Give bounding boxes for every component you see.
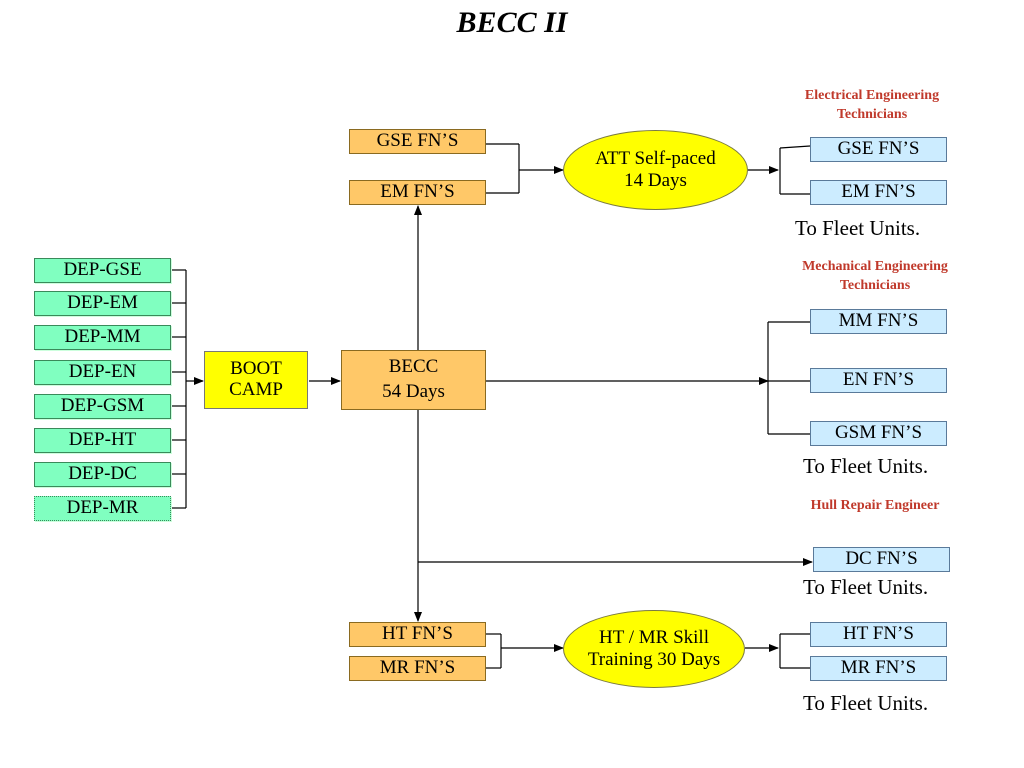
boot-camp-line2: CAMP [229, 379, 283, 400]
dep-gse-box: DEP-GSE [34, 258, 171, 283]
category-mechanical-line2: Technicians [839, 277, 911, 293]
fleet-label-electrical: To Fleet Units. [795, 216, 921, 240]
skill-line1: HT / MR Skill [599, 627, 709, 649]
elec-out-bracket [779, 145, 811, 195]
output-ht-box: HT FN’S [810, 622, 947, 647]
dep-ht-box: DEP-HT [34, 428, 171, 453]
skill-line2: Training 30 Days [587, 649, 721, 670]
output-mr-box: MR FN’S [810, 656, 947, 681]
att-oval: ATT Self-paced 14 Days [563, 130, 748, 210]
top-input-gse-box: GSE FN’S [349, 129, 486, 154]
dep-gsm-box: DEP-GSM [34, 394, 171, 419]
category-electrical: Electrical Engineering Technicians [772, 87, 972, 125]
bottom-input-ht-box: HT FN’S [349, 622, 486, 647]
fleet-label-hull: To Fleet Units. [803, 575, 929, 599]
becc-line2: 54 Days [382, 381, 445, 402]
dep-mm-box: DEP-MM [34, 325, 171, 350]
becc-line1: BECC [388, 356, 439, 378]
mech-out-bracket [767, 321, 810, 435]
category-electrical-line1: Electrical Engineering [804, 88, 940, 103]
skill-oval: HT / MR Skill Training 30 Days [563, 610, 745, 688]
category-electrical-line2: Technicians [836, 106, 908, 122]
category-mechanical: Mechanical Engineering Technicians [775, 258, 975, 296]
fleet-label-mechanical: To Fleet Units. [803, 454, 929, 478]
output-mm-box: MM FN’S [810, 309, 947, 334]
output-en-box: EN FN’S [810, 368, 947, 393]
bottom-input-mr-box: MR FN’S [349, 656, 486, 681]
top-input-em-box: EM FN’S [349, 180, 486, 205]
dep-en-box: DEP-EN [34, 360, 171, 385]
bottom-bracket [486, 633, 502, 669]
fleet-label-skill: To Fleet Units. [803, 691, 929, 715]
att-line2: 14 Days [624, 170, 687, 191]
att-line1: ATT Self-paced [595, 148, 716, 170]
top-bracket [486, 143, 520, 194]
page-title: BECC II [456, 6, 568, 39]
boot-camp-box: BOOT CAMP [204, 351, 308, 409]
output-gse-box: GSE FN’S [810, 137, 947, 162]
category-mechanical-line1: Mechanical Engineering [802, 259, 948, 274]
output-dc-box: DC FN’S [813, 547, 950, 572]
becc-box: BECC 54 Days [341, 350, 486, 410]
category-hull: Hull Repair Engineer [810, 498, 940, 513]
dep-bracket [171, 269, 187, 509]
dep-dc-box: DEP-DC [34, 462, 171, 487]
output-gsm-box: GSM FN’S [810, 421, 947, 446]
boot-camp-line1: BOOT [230, 358, 282, 380]
dep-mr-box: DEP-MR [34, 496, 171, 521]
skill-out-bracket [779, 633, 810, 669]
dep-em-box: DEP-EM [34, 291, 171, 316]
output-em-box: EM FN’S [810, 180, 947, 205]
